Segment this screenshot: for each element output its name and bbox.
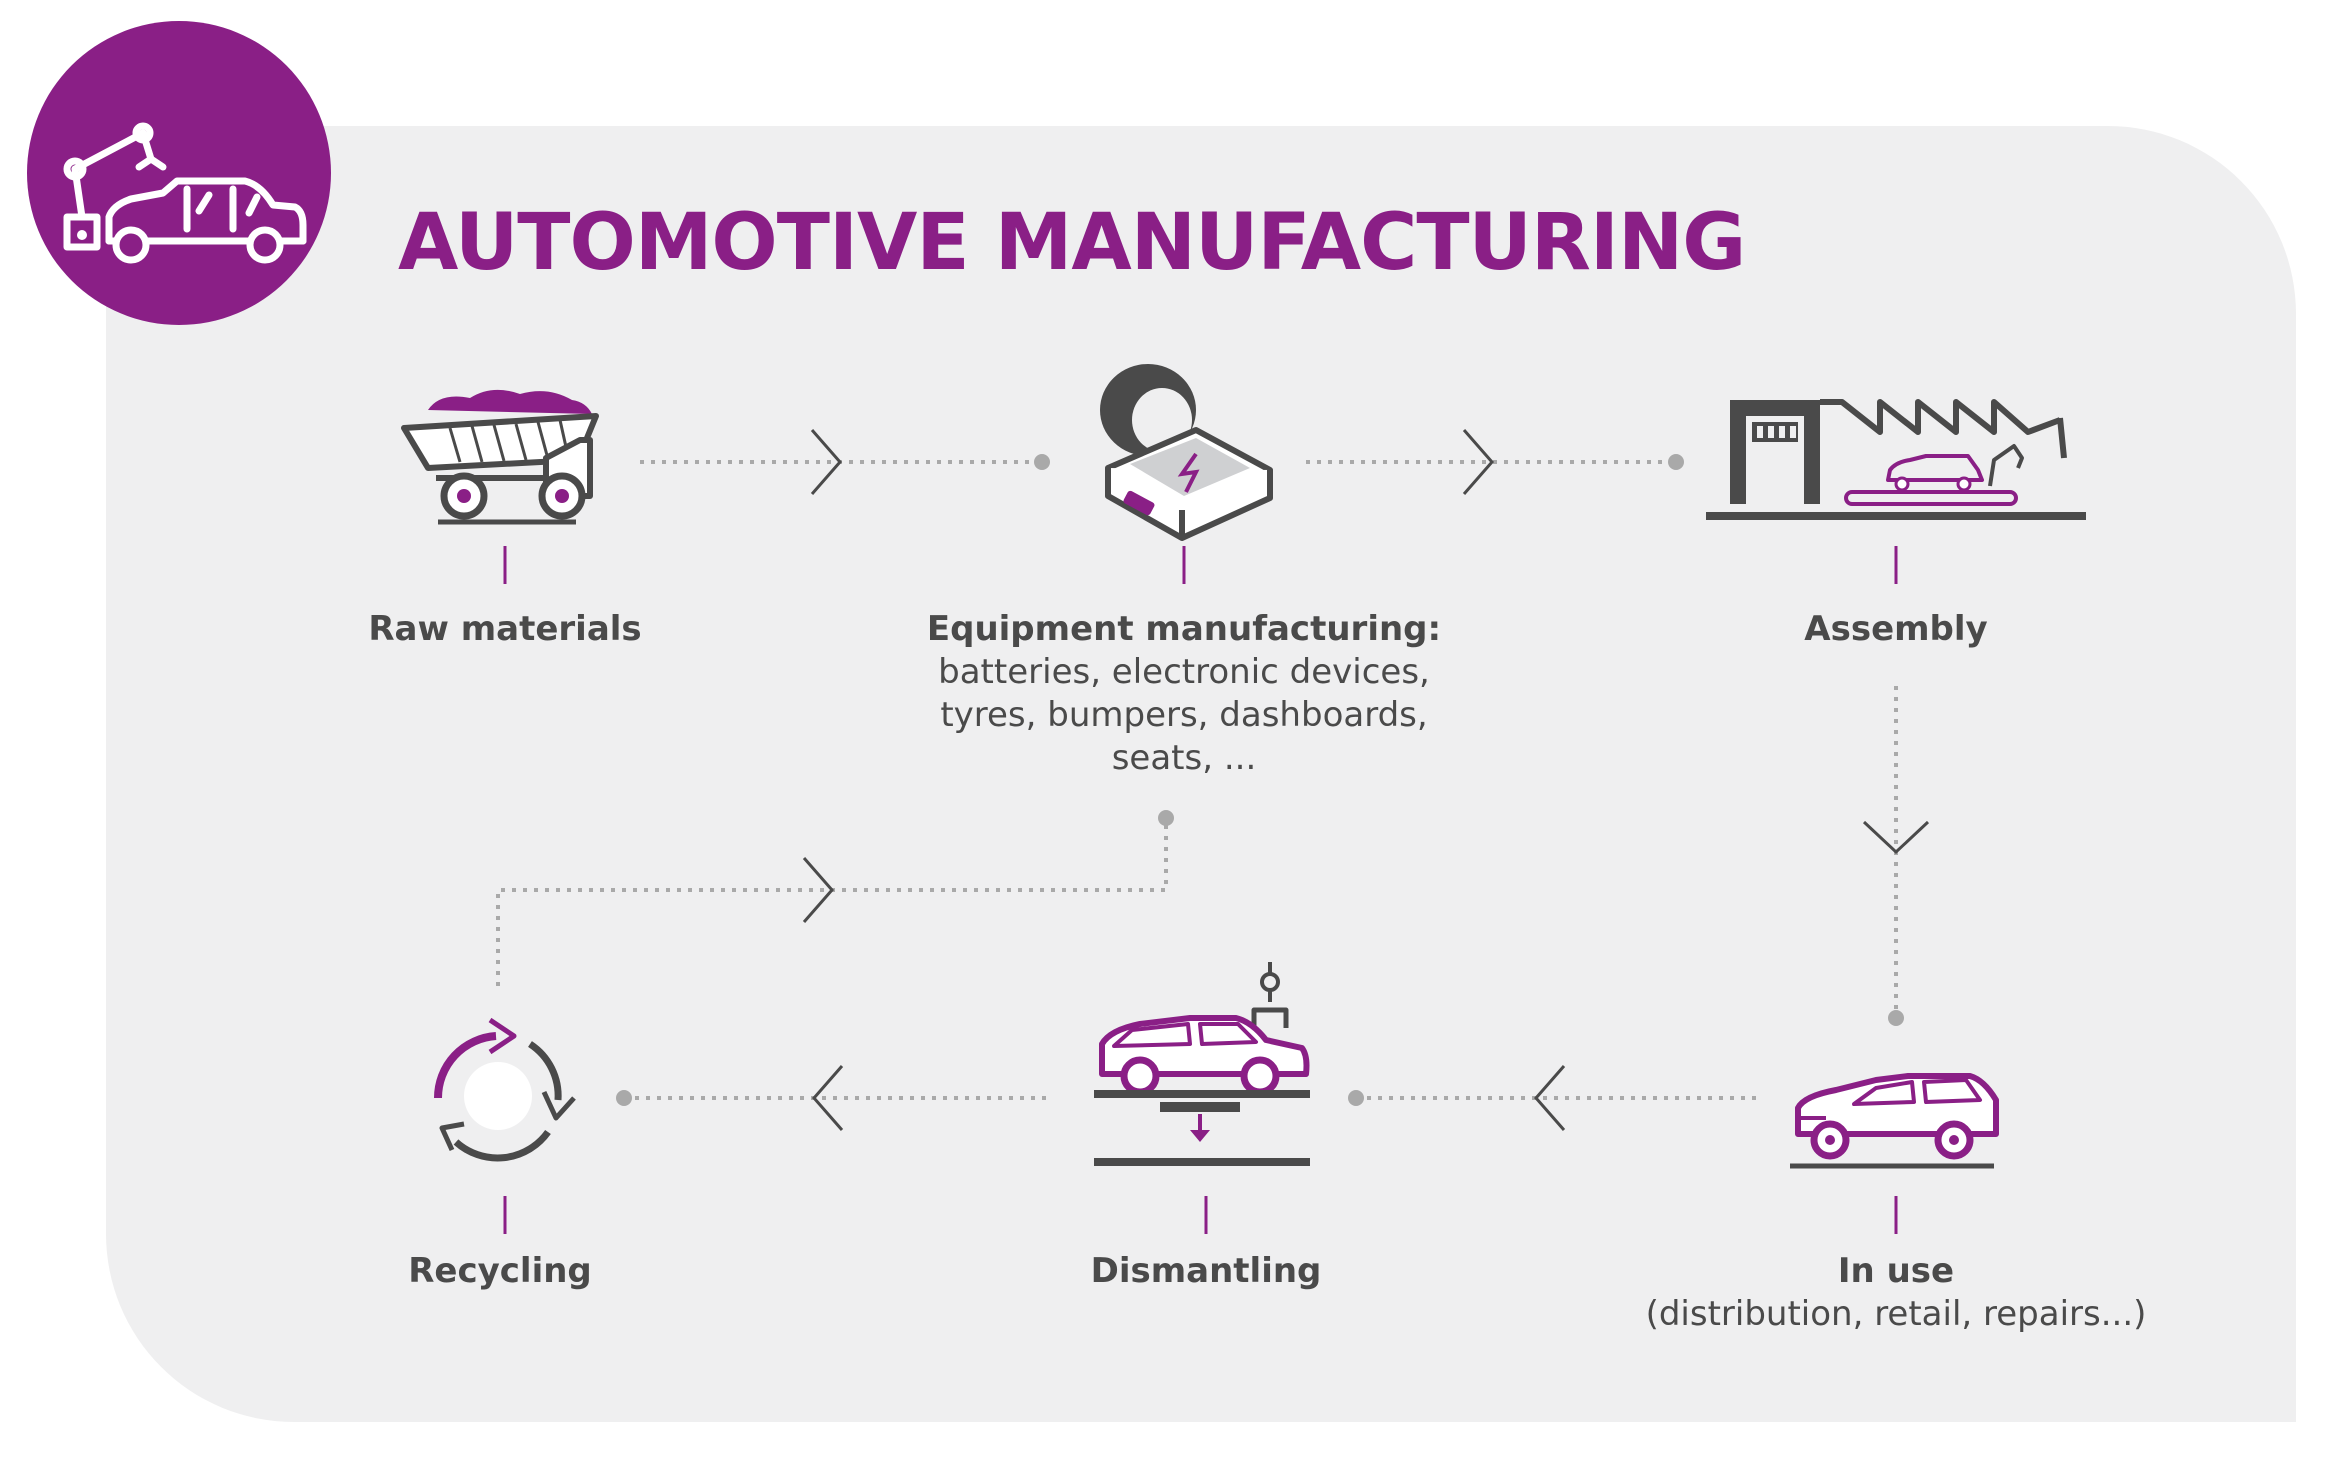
stage-label: Equipment manufacturing:: [926, 609, 1442, 649]
stage-recycling: Recycling: [350, 1250, 650, 1293]
stage-label: Dismantling: [1090, 1251, 1322, 1291]
stage-detail-line: seats, ...: [1111, 738, 1257, 778]
suv-car-icon: [1790, 1073, 1999, 1169]
factory-assembly-icon: [1706, 399, 2086, 520]
stage-label: Raw materials: [368, 609, 642, 649]
connector-raw-to-equipment: [640, 429, 1050, 495]
recycle-arrows-icon: [433, 1017, 576, 1162]
stage-detail-line: batteries, electronic devices,: [938, 652, 1430, 692]
connector-in-use-to-dismantling: [1348, 1065, 1758, 1131]
connector-assembly-to-in-use: [1862, 686, 1930, 1026]
stage-assembly: Assembly: [1746, 608, 2046, 651]
stage-in-use: In use (distribution, retail, repairs...…: [1626, 1250, 2166, 1336]
connector-dismantling-to-recycling: [616, 1065, 1052, 1131]
mining-truck-icon: [401, 389, 599, 525]
header-badge: [27, 21, 331, 325]
robot-arm-car-icon: [63, 122, 307, 264]
stage-label: In use: [1837, 1251, 1955, 1291]
stage-equipment-manufacturing: Equipment manufacturing: batteries, elec…: [904, 608, 1464, 780]
connector-equipment-to-assembly: [1306, 429, 1684, 495]
stage-raw-materials: Raw materials: [355, 608, 655, 651]
car-dismantling-icon: [1094, 962, 1310, 1166]
background-panel: [106, 126, 2296, 1422]
battery-tyre-icon: [1100, 364, 1273, 541]
stage-dismantling: Dismantling: [1056, 1250, 1356, 1293]
stage-ticks: [503, 546, 1898, 1234]
connector-recycling-to-equipment: [496, 810, 1174, 986]
stage-detail-line: tyres, bumpers, dashboards,: [940, 695, 1428, 735]
page-title: AUTOMOTIVE MANUFACTURING: [398, 198, 1746, 288]
stage-detail-line: (distribution, retail, repairs...): [1645, 1294, 2147, 1334]
stage-label: Assembly: [1804, 609, 1988, 649]
stage-label: Recycling: [408, 1251, 592, 1291]
